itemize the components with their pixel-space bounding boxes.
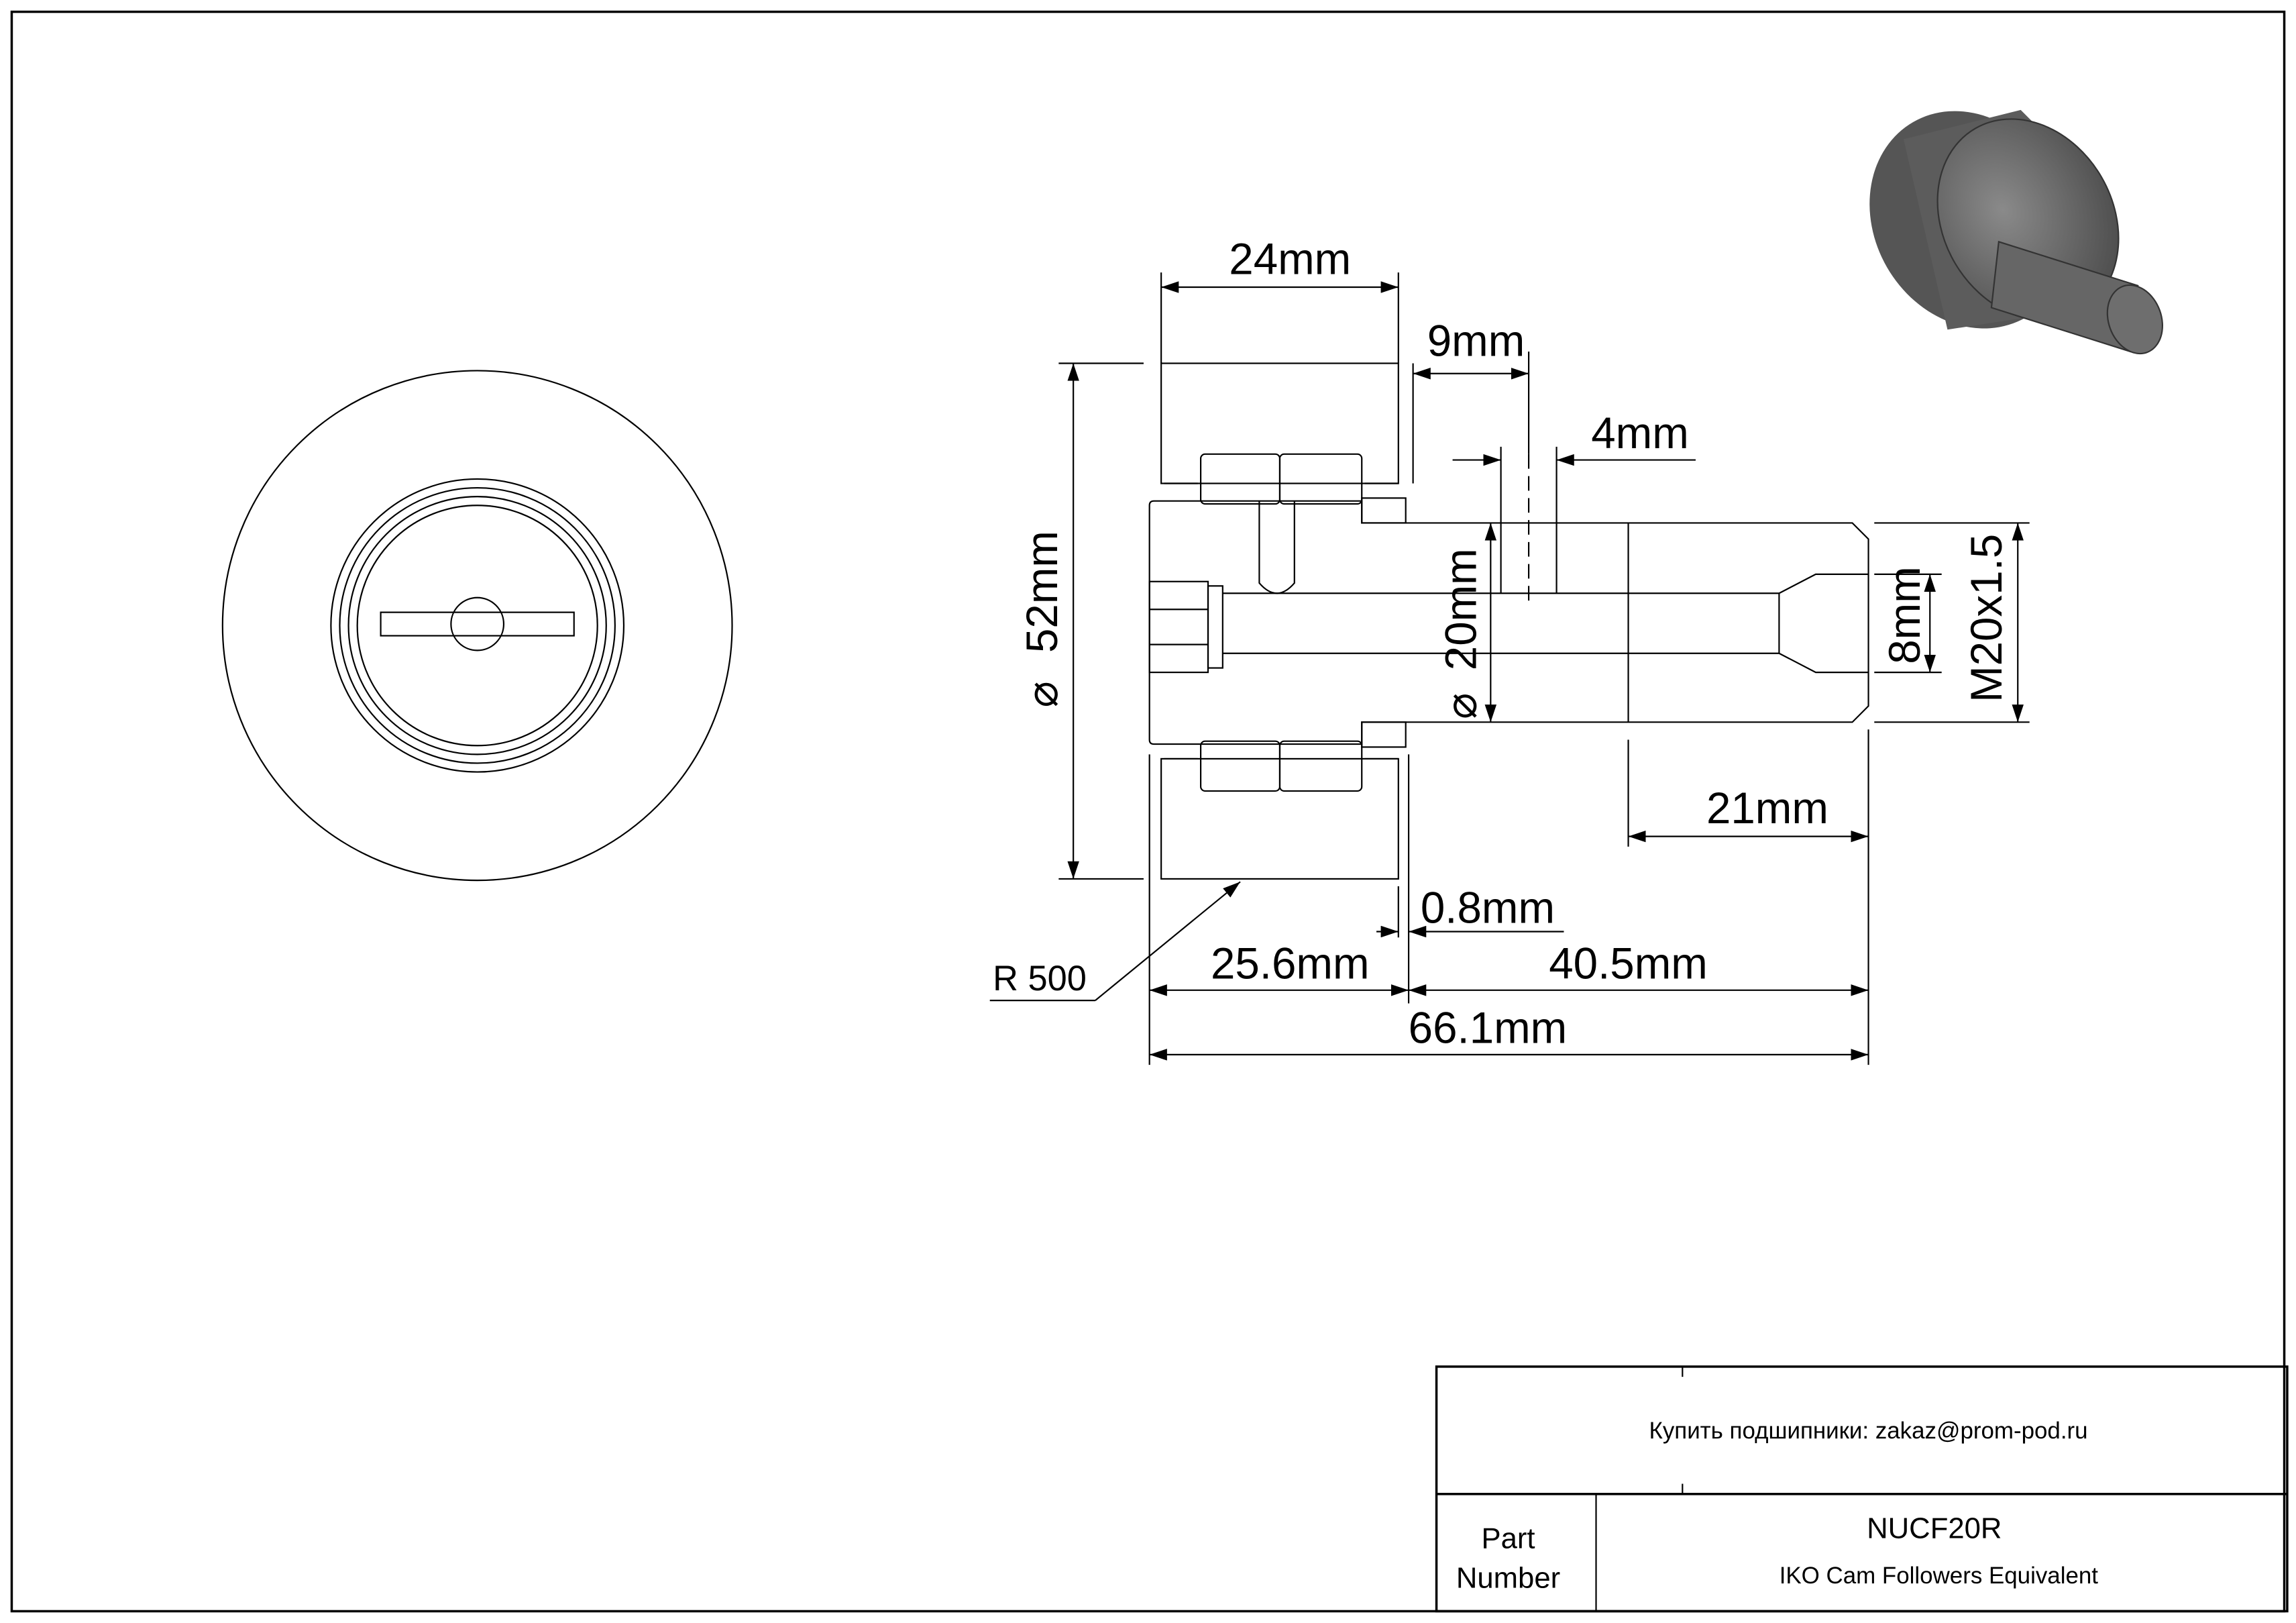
sheet-border [10,10,2286,1613]
part-description: IKO Cam Followers Equivalent [1780,1563,2099,1589]
diameter-symbol: ⌀ [1437,693,1486,719]
dim-9: 9mm [1427,317,1525,366]
section-view [1148,362,1869,880]
dim-4: 4mm [1591,409,1689,458]
screwdriver-slot [380,611,575,637]
dim-25-6: 25.6mm [1211,939,1370,988]
dim-66-1: 66.1mm [1409,1003,1568,1052]
part-number: NUCF20R [1867,1512,2002,1545]
title-block: Купить подшипники: zakaz@prom-pod.ru Par… [1435,1365,2289,1613]
dim-40-5: 40.5mm [1549,939,1708,988]
part-label: Part [1481,1522,1535,1555]
dim-r500: R 500 [993,959,1087,998]
dim-0-8: 0.8mm [1421,883,1555,932]
dim-52: 52mm [1018,531,1067,653]
dim-thread: M20x1.5 [1962,534,2011,702]
dim-20: 20mm [1437,548,1486,670]
dimension-lines [989,272,2030,1065]
dim-24: 24mm [1229,234,1351,283]
number-label: Number [1456,1562,1560,1595]
dim-8: 8mm [1880,566,1929,664]
diameter-symbol: ⌀ [1018,681,1067,707]
contact-text: Купить подшипники: zakaz@prom-pod.ru [1649,1418,2088,1444]
front-view [221,370,733,882]
dim-21: 21mm [1706,784,1828,833]
3d-preview-image [1869,109,2164,355]
